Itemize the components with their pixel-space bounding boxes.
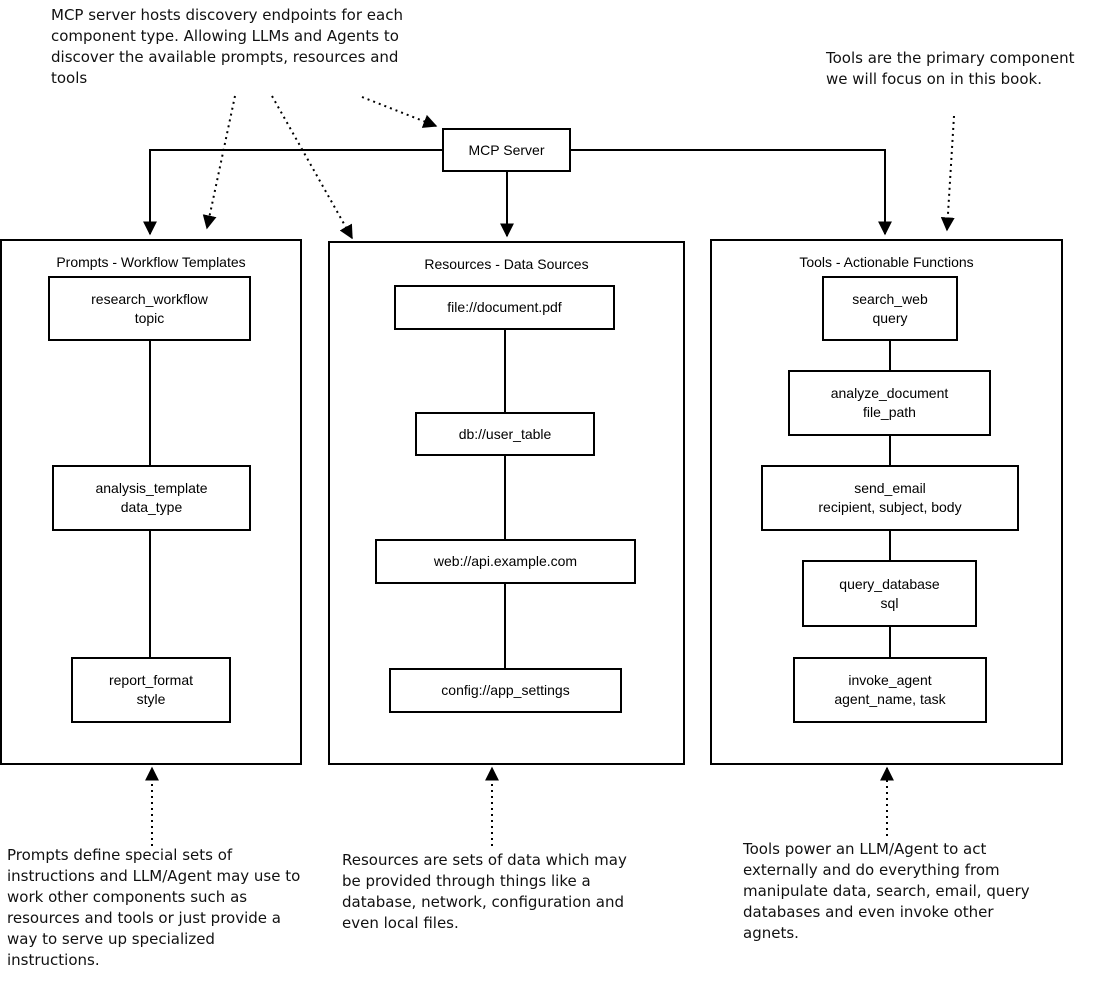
- resource-uri: config://app_settings: [441, 682, 570, 698]
- tools-panel-title: Tools - Actionable Functions: [799, 254, 974, 270]
- prompt-name: research_workflow: [91, 290, 208, 307]
- discovery-callout-prompts-arrow: [202, 95, 236, 230]
- mcp-server-node: MCP Server: [442, 128, 571, 172]
- tool-param: sql: [880, 594, 899, 611]
- tools-note: Tools power an LLM/Agent to act external…: [743, 840, 1030, 942]
- tool-name: send_email: [854, 480, 926, 496]
- tools-focus-callout-arrow: [940, 115, 955, 232]
- prompt-name: report_format: [108, 672, 194, 688]
- prompt-param: topic: [134, 309, 165, 326]
- tool-name: analyze_document: [830, 385, 949, 401]
- discovery-callout-server-arrow: [361, 96, 438, 128]
- resource-node: web://api.example.com: [375, 539, 636, 584]
- tool-node: query_database sql: [802, 560, 977, 627]
- mcp-server-label: MCP Server: [468, 141, 545, 158]
- resource-uri: file://document.pdf: [447, 299, 562, 315]
- tool-node: analyze_document file_path: [788, 370, 991, 436]
- prompt-param: data_type: [120, 499, 183, 515]
- tool-node: search_web query: [822, 276, 958, 341]
- resources-panel: [328, 241, 685, 765]
- prompt-param: style: [136, 691, 166, 707]
- tool-param: file_path: [863, 404, 916, 420]
- server-to-tools-arrow: [571, 149, 892, 236]
- tools-panel: [710, 239, 1063, 765]
- tool-param: agent_name, task: [834, 691, 946, 707]
- resource-node: file://document.pdf: [394, 285, 615, 330]
- prompt-name: analysis_template: [95, 480, 208, 496]
- tool-param: recipient, subject, body: [818, 499, 962, 515]
- discovery-callout-resources-arrow: [271, 95, 353, 240]
- tool-name: query_database: [839, 575, 940, 592]
- prompts-panel-title: Prompts - Workflow Templates: [56, 254, 246, 270]
- server-to-prompts-arrow: [143, 149, 442, 236]
- resources-note: Resources are sets of data which may be …: [342, 851, 627, 932]
- resource-node: db://user_table: [415, 412, 595, 456]
- resource-uri: db://user_table: [458, 425, 552, 442]
- discovery-note: MCP server hosts discovery endpoints for…: [51, 6, 403, 87]
- prompt-node: research_workflow topic: [48, 276, 251, 341]
- prompts-note: Prompts define special sets of instructi…: [7, 846, 301, 969]
- resource-uri: web://api.example.com: [433, 553, 578, 569]
- prompt-node: report_format style: [71, 657, 231, 723]
- tool-node: send_email recipient, subject, body: [761, 465, 1019, 531]
- resource-node: config://app_settings: [389, 668, 622, 713]
- prompts-panel: [0, 239, 302, 765]
- resources-panel-title: Resources - Data Sources: [424, 256, 589, 272]
- prompt-node: analysis_template data_type: [52, 465, 251, 531]
- tool-name: search_web: [852, 290, 928, 307]
- tool-param: query: [872, 309, 908, 326]
- tools-focus-note: Tools are the primary component we will …: [826, 49, 1075, 88]
- tool-name: invoke_agent: [848, 672, 932, 688]
- tool-node: invoke_agent agent_name, task: [793, 657, 987, 723]
